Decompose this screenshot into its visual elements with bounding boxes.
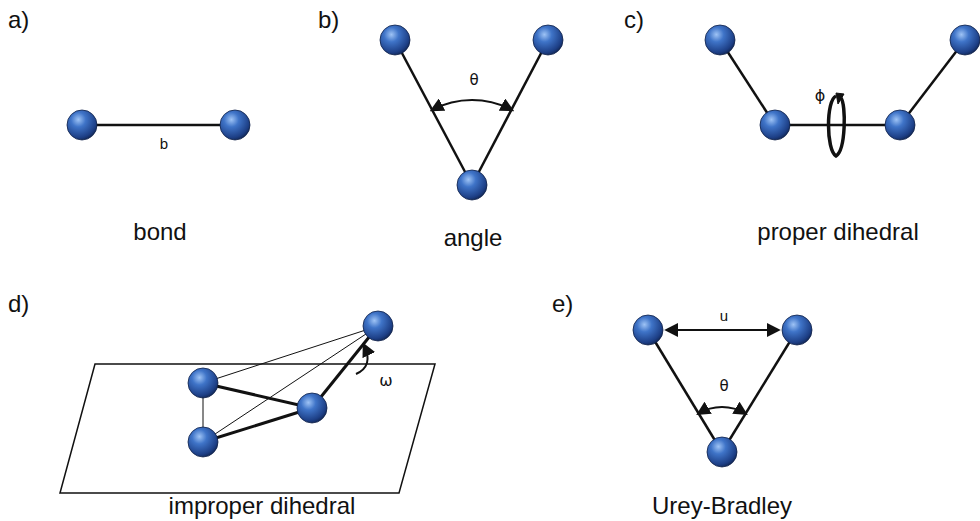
term-name: proper dihedral (757, 220, 918, 244)
angle-symbol: θ (717, 379, 730, 394)
panel-letter: e) (552, 292, 573, 316)
angle-figure (395, 40, 548, 185)
panel-letter: b) (318, 8, 339, 32)
urey-bradley-figure (648, 330, 797, 452)
panel-letter: a) (8, 8, 29, 32)
term-name: Urey-Bradley (652, 494, 792, 518)
atoms (67, 25, 980, 467)
bond-figure (82, 125, 235, 126)
term-name: angle (444, 226, 503, 250)
term-name: bond (133, 220, 186, 244)
distance-symbol: u (718, 308, 730, 323)
bond-length-symbol: b (158, 136, 170, 151)
panel-letter: d) (8, 292, 29, 316)
dihedral-symbol: ϕ (813, 88, 828, 104)
improper-figure (60, 326, 435, 493)
dihedral-figure (720, 40, 965, 156)
angle-symbol: θ (467, 73, 480, 88)
panel-letter: c) (624, 8, 644, 32)
improper-symbol: ω (377, 373, 394, 389)
term-name: improper dihedral (169, 494, 356, 518)
